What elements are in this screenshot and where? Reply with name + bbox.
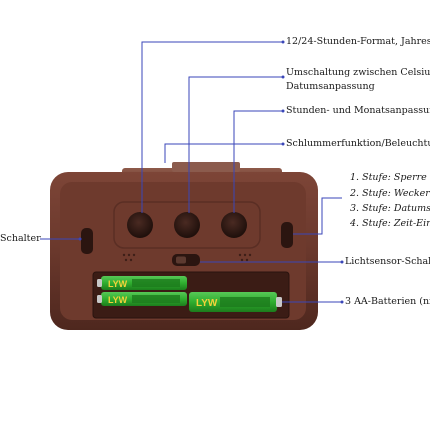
right-level-switch[interactable]	[281, 222, 293, 248]
label-level-1: 1. Stufe: Sperre	[350, 173, 427, 183]
label-left-switch: Schalter	[0, 234, 41, 244]
label-hour-month: Stunden- und Monatsanpassung	[286, 106, 430, 116]
battery-1: LYW	[97, 276, 187, 290]
left-slide-switch[interactable]	[81, 228, 93, 254]
battery-brand-2: LYW	[108, 295, 128, 305]
label-snooze: Schlummerfunktion/Beleuchtung	[286, 139, 430, 149]
label-format: 12/24-Stunden-Format, Jahresanp	[286, 37, 430, 47]
battery-brand-3: LYW	[196, 298, 218, 309]
battery-3: LYW	[189, 292, 282, 312]
label-level-4: 4. Stufe: Zeit-Einst	[350, 219, 430, 229]
label-celsius-line2: Datumsanpassung	[286, 82, 375, 92]
snooze-bar	[172, 162, 240, 172]
button-right[interactable]	[221, 212, 247, 238]
leader-snooze	[165, 144, 283, 163]
label-level-2: 2. Stufe: Wecker-E	[350, 189, 430, 199]
label-celsius-line1: Umschaltung zwischen Celsius/Fa	[286, 68, 430, 78]
label-level-3: 3. Stufe: Datums-E	[350, 204, 430, 214]
button-middle[interactable]	[174, 212, 200, 238]
battery-brand-1: LYW	[108, 279, 128, 289]
label-batteries: 3 AA-Batterien (nich	[345, 297, 430, 307]
label-light-sensor: Lichtsensor-Schalte	[345, 257, 430, 267]
button-left[interactable]	[127, 212, 153, 238]
battery-2: LYW	[97, 292, 187, 306]
